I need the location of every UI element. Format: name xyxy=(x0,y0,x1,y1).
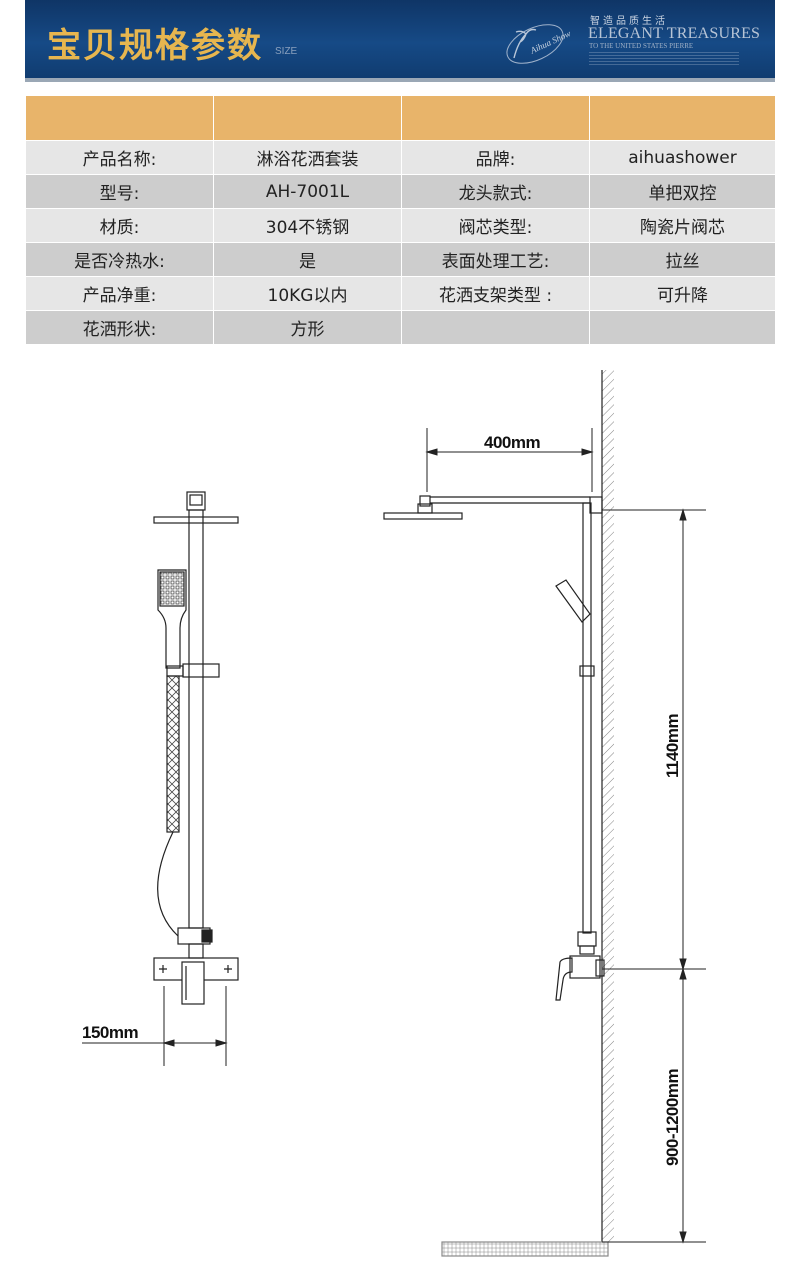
side-dimensions xyxy=(425,428,706,1244)
dim-label-150: 150mm xyxy=(82,1023,138,1042)
spec-label: 阀芯类型: xyxy=(401,208,590,243)
spec-value: 是 xyxy=(213,242,402,277)
spec-value: 304不锈钢 xyxy=(213,208,402,243)
spec-table-header xyxy=(25,95,776,141)
table-row: 是否冷热水: 是 表面处理工艺: 拉丝 xyxy=(25,242,776,277)
mixer-handle xyxy=(181,961,205,1005)
table-row: 型号: AH-7001L 龙头款式: 单把双控 xyxy=(25,174,776,209)
page-title: 宝贝规格参数 xyxy=(47,26,263,66)
spec-label: 是否冷热水: xyxy=(25,242,214,277)
header-banner: 宝贝规格参数 SIZE Aihua Shower 智造品质生活 ELEGANT … xyxy=(25,0,775,82)
slide-holder xyxy=(182,663,220,678)
tagline-en: ELEGANT TREASURES xyxy=(588,25,761,42)
side-mixer-handle xyxy=(555,957,573,1001)
table-row: 产品名称: 淋浴花洒套装 品牌: aihuashower xyxy=(25,140,776,175)
spec-value: aihuashower xyxy=(589,140,776,175)
front-dimension xyxy=(82,986,228,1066)
spec-value: 方形 xyxy=(213,310,402,345)
header-cell xyxy=(213,95,402,141)
tagline-decoration xyxy=(589,52,739,66)
table-row: 花洒形状: 方形 xyxy=(25,310,776,345)
header-cell xyxy=(25,95,214,141)
spec-label: 花洒形状: xyxy=(25,310,214,345)
spec-value: 10KG以内 xyxy=(213,276,402,311)
spec-value: 淋浴花洒套装 xyxy=(213,140,402,175)
spec-value: 单把双控 xyxy=(589,174,776,209)
riser-pipe xyxy=(188,509,204,929)
page-subtitle: SIZE xyxy=(275,46,298,57)
wall xyxy=(602,370,614,1242)
hose xyxy=(166,675,180,833)
spec-value: AH-7001L xyxy=(213,174,402,209)
floor xyxy=(441,1241,609,1257)
header-cell xyxy=(589,95,776,141)
tagline-en-small: TO THE UNITED STATES PIERRE xyxy=(589,42,694,50)
side-rain-head xyxy=(383,512,463,520)
spec-table: 产品名称: 淋浴花洒套装 品牌: aihuashower 型号: AH-7001… xyxy=(25,95,776,345)
side-mixer xyxy=(569,955,601,979)
spec-label: 品牌: xyxy=(401,140,590,175)
spec-label: 型号: xyxy=(25,174,214,209)
header-cell xyxy=(401,95,590,141)
spec-label: 花洒支架类型 : xyxy=(401,276,590,311)
dim-label-900-1200: 900-1200mm xyxy=(663,1069,682,1166)
side-riser xyxy=(582,502,592,934)
hand-shower xyxy=(157,569,187,669)
front-view xyxy=(153,491,239,1005)
dim-label-400: 400mm xyxy=(484,433,540,452)
spec-label: 材质: xyxy=(25,208,214,243)
rain-shower-head xyxy=(153,516,239,524)
dim-label-1140: 1140mm xyxy=(663,714,682,778)
spec-label xyxy=(401,310,590,345)
spec-value xyxy=(589,310,776,345)
tagline-cn: 智造品质生活 xyxy=(590,16,668,27)
spec-value: 拉丝 xyxy=(589,242,776,277)
side-view xyxy=(383,370,614,1257)
brand-logo-icon: Aihua Shower xyxy=(506,24,570,64)
side-hand-shower xyxy=(555,579,591,623)
spec-label: 产品净重: xyxy=(25,276,214,311)
